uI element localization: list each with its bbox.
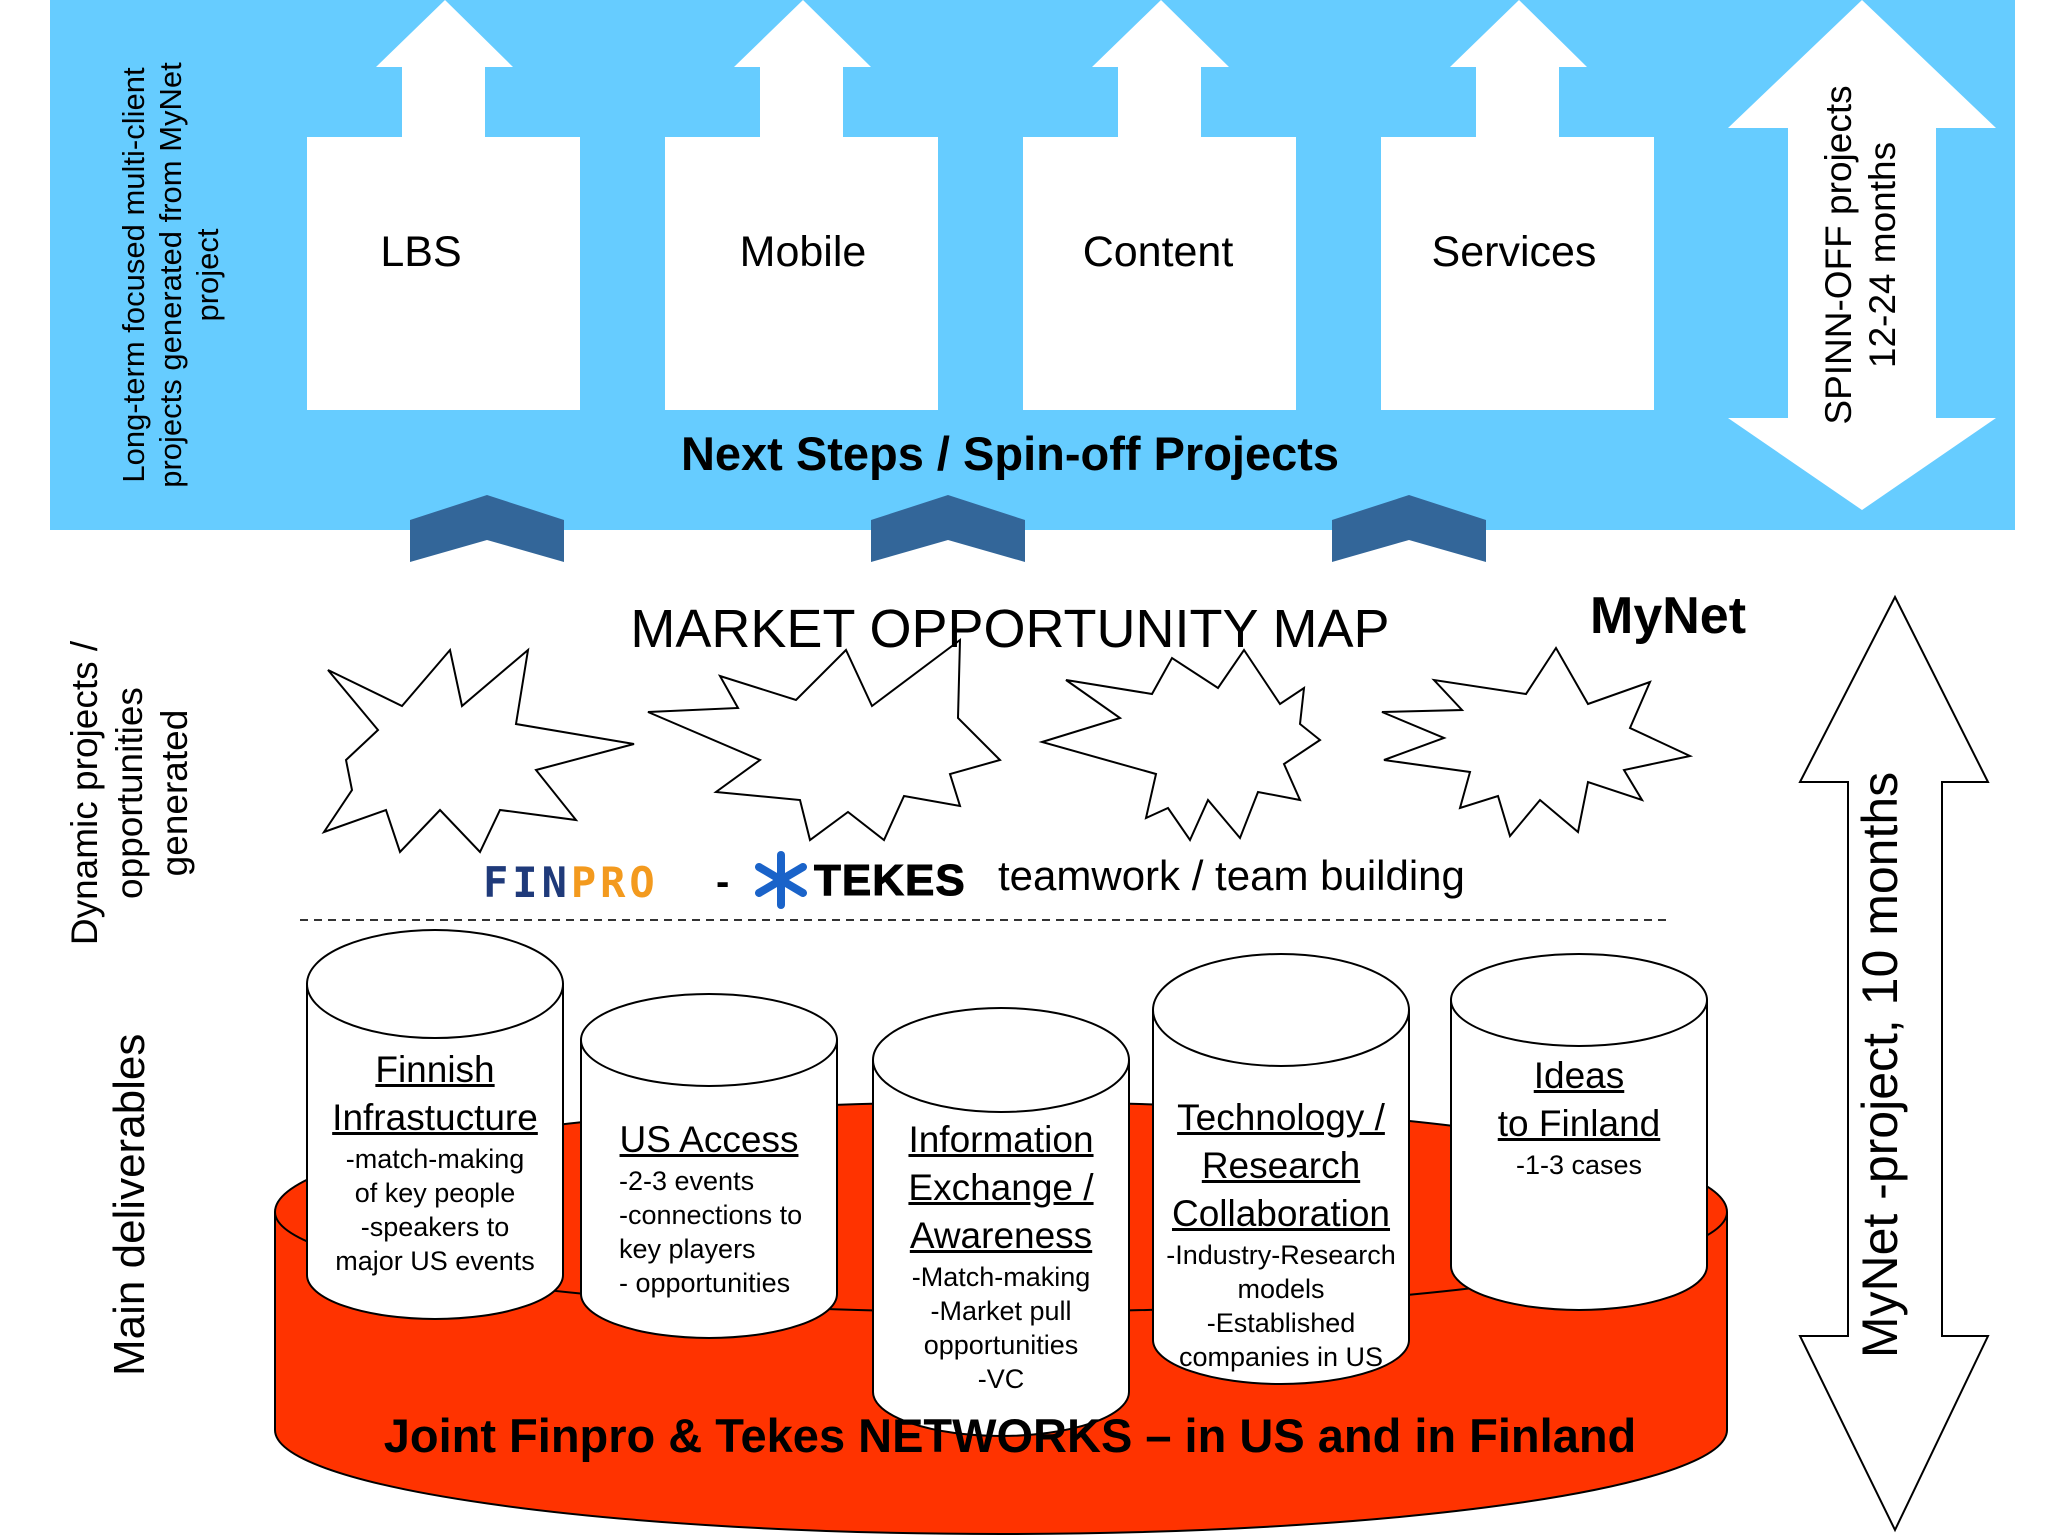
cylinder-item: -VC bbox=[977, 1364, 1025, 1394]
cylinder-item: opportunities bbox=[923, 1330, 1079, 1360]
cylinder-item: of key people bbox=[354, 1178, 516, 1208]
lbs-box-arrow bbox=[307, 0, 580, 410]
main-deliverables-side-label: Main deliverables bbox=[105, 1033, 154, 1376]
mynet-brand: MyNet bbox=[1590, 587, 1747, 645]
cylinder-finnish-infrastructure bbox=[306, 929, 564, 1320]
cylinder-item: major US events bbox=[335, 1246, 535, 1276]
cylinder-item: -connections to bbox=[619, 1200, 803, 1230]
next-steps-caption: Next Steps / Spin-off Projects bbox=[680, 427, 1340, 480]
market-opportunity-map-title: MARKET OPPORTUNITY MAP bbox=[630, 599, 1390, 659]
cylinder-item: -speakers to bbox=[360, 1212, 510, 1242]
cylinder-item: -Industry-Research bbox=[1166, 1240, 1396, 1270]
opportunity-burst-1 bbox=[321, 647, 635, 854]
box-label-lbs: LBS bbox=[380, 228, 462, 276]
cylinder-text-technology-research: Technology / Research Collaboration -Ind… bbox=[1153, 1094, 1409, 1374]
finpro-logo: FINPRO bbox=[483, 858, 659, 907]
cylinder-title-line: Awareness bbox=[909, 1215, 1093, 1256]
mynet-duration-double-arrow bbox=[1798, 594, 1990, 1533]
cylinder-title-line: Exchange / bbox=[908, 1167, 1094, 1208]
mynet-duration-label: MyNet -project, 10 months bbox=[1852, 771, 1908, 1359]
chevron-3-icon bbox=[1332, 495, 1486, 562]
chevron-2-icon bbox=[871, 495, 1025, 562]
spinoff-double-arrow bbox=[1728, 0, 1996, 510]
cylinder-text-ideas-to-finland: Ideas to Finland -1-3 cases bbox=[1451, 1052, 1707, 1182]
cylinder-text-information-exchange: Information Exchange / Awareness -Match-… bbox=[873, 1116, 1129, 1396]
cylinder-item: -2-3 events bbox=[619, 1166, 755, 1196]
cylinder-title-line: Finnish bbox=[375, 1049, 495, 1090]
tekes-logo-text: TEKES bbox=[814, 856, 966, 906]
cylinder-item: -Market pull bbox=[930, 1296, 1072, 1326]
cylinder-item: companies in US bbox=[1178, 1342, 1384, 1372]
opportunity-burst-4 bbox=[1381, 646, 1694, 839]
cylinder-item: -Match-making bbox=[911, 1262, 1091, 1292]
cylinder-title-line: Ideas bbox=[1533, 1055, 1625, 1096]
chevron-1-icon bbox=[410, 495, 564, 562]
finpro-logo-text: FIN bbox=[483, 858, 571, 907]
cylinder-title-line: to Finland bbox=[1497, 1103, 1661, 1144]
cylinder-title-line: Collaboration bbox=[1171, 1193, 1391, 1234]
cylinder-technology-research bbox=[1152, 953, 1410, 1385]
cylinder-item: - opportunities bbox=[619, 1268, 791, 1298]
cylinder-information-exchange bbox=[872, 1007, 1130, 1437]
spinoff-label-line1: SPINN-OFF projects bbox=[1818, 85, 1859, 425]
box-label-services: Services bbox=[1431, 228, 1597, 276]
content-box-arrow bbox=[1023, 0, 1296, 410]
mobile-box-arrow bbox=[665, 0, 938, 410]
opportunity-burst-2 bbox=[647, 637, 1002, 842]
spinoff-label-line2: 12-24 months bbox=[1862, 141, 1903, 369]
services-box-arrow bbox=[1381, 0, 1654, 410]
teamwork-label: teamwork / team building bbox=[998, 852, 1465, 899]
cylinder-text-us-access: US Access -2-3 events -connections to ke… bbox=[581, 1116, 837, 1300]
long-term-side-label: Long-term focused multi-client projects … bbox=[116, 62, 225, 488]
cylinder-item: -match-making bbox=[345, 1144, 525, 1174]
cylinder-title-line: Infrastucture bbox=[332, 1097, 538, 1138]
box-label-content: Content bbox=[1082, 228, 1234, 276]
logo-dash: - bbox=[716, 860, 730, 904]
finpro-logo-text-orange: PRO bbox=[570, 858, 659, 907]
cylinder-item: -Established bbox=[1206, 1308, 1356, 1338]
box-label-mobile: Mobile bbox=[739, 228, 867, 276]
spinoff-duration-label: SPINN-OFF projects 12-24 months bbox=[1817, 55, 1907, 455]
dynamic-projects-side-label: Dynamic projects / opportunities generat… bbox=[64, 640, 195, 946]
cylinder-item: -1-3 cases bbox=[1515, 1150, 1643, 1180]
tekes-snowflake-icon bbox=[755, 851, 807, 909]
cylinder-text-finnish-infrastructure: Finnish Infrastucture -match-making of k… bbox=[307, 1046, 563, 1278]
cylinder-title-line: Technology / bbox=[1177, 1097, 1385, 1138]
cylinder-item: models bbox=[1237, 1274, 1325, 1304]
cylinder-title-line: Information bbox=[908, 1119, 1094, 1160]
cylinder-ideas-to-finland bbox=[1450, 953, 1708, 1311]
networks-platform-label: Joint Finpro & Tekes NETWORKS – in US an… bbox=[383, 1409, 1637, 1462]
opportunity-burst-3 bbox=[1038, 648, 1322, 843]
cylinder-title-line: Research bbox=[1201, 1145, 1361, 1186]
cylinder-us-access bbox=[580, 993, 838, 1339]
cylinder-item: key players bbox=[619, 1234, 756, 1264]
cylinder-title-line: US Access bbox=[619, 1119, 799, 1160]
